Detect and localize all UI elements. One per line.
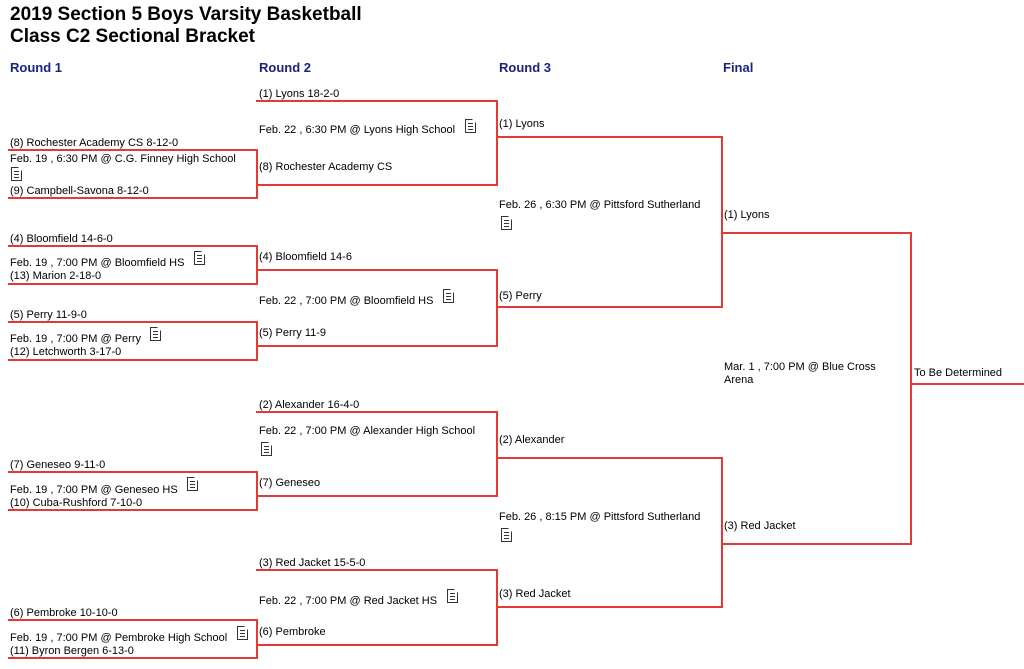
round-3-header: Round 3	[499, 60, 551, 75]
bracket-line	[496, 136, 723, 138]
bracket-line	[8, 471, 258, 473]
bracket-line	[721, 543, 912, 545]
bracket-connector	[256, 245, 258, 285]
game-info: Feb. 22 , 7:00 PM @ Alexander High Schoo…	[259, 425, 476, 437]
team-slot: (8) Rochester Academy CS 8-12-0	[10, 137, 179, 149]
game-info: Feb. 19 , 7:00 PM @ Geneseo HS	[10, 484, 178, 496]
document-icon[interactable]	[443, 289, 454, 303]
bracket-line	[8, 619, 258, 621]
team-slot: (5) Perry 11-9	[259, 327, 327, 339]
bracket-line	[256, 184, 498, 186]
champion-label: To Be Determined	[914, 367, 1003, 379]
bracket-connector	[256, 321, 258, 361]
page-title: 2019 Section 5 Boys Varsity Basketball C…	[10, 4, 362, 48]
bracket-connector	[910, 232, 912, 545]
round-2-header: Round 2	[259, 60, 311, 75]
team-slot: (7) Geneseo	[259, 477, 321, 489]
document-icon[interactable]	[261, 442, 272, 456]
team-slot: (1) Lyons	[499, 118, 545, 130]
team-slot: (12) Letchworth 3-17-0	[10, 346, 122, 358]
game-info: Feb. 19 , 7:00 PM @ Pembroke High School	[10, 632, 228, 644]
bracket-line	[256, 411, 498, 413]
document-icon[interactable]	[237, 626, 248, 640]
team-slot: (10) Cuba-Rushford 7-10-0	[10, 497, 143, 509]
bracket-line	[8, 149, 258, 151]
bracket-line	[496, 606, 723, 608]
team-slot: (8) Rochester Academy CS	[259, 161, 393, 173]
document-icon[interactable]	[11, 167, 22, 181]
team-slot: (5) Perry 11-9-0	[10, 309, 87, 321]
document-icon[interactable]	[447, 589, 458, 603]
bracket-connector	[496, 411, 498, 497]
bracket-line	[8, 321, 258, 323]
bracket-line	[8, 359, 258, 361]
bracket-connector	[496, 269, 498, 347]
document-icon[interactable]	[187, 477, 198, 491]
bracket-connector	[256, 471, 258, 511]
team-slot: (6) Pembroke	[259, 626, 326, 638]
bracket-line	[721, 232, 912, 234]
game-info: Mar. 1 , 7:00 PM @ Blue Cross Arena	[724, 361, 876, 386]
bracket-connector	[256, 619, 258, 659]
bracket-line	[256, 644, 498, 646]
bracket-line	[496, 457, 723, 459]
team-slot: (7) Geneseo 9-11-0	[10, 459, 106, 471]
document-icon[interactable]	[501, 216, 512, 230]
team-slot: (13) Marion 2-18-0	[10, 270, 102, 282]
final-header: Final	[723, 60, 754, 75]
bracket-line	[8, 509, 258, 511]
document-icon[interactable]	[150, 327, 161, 341]
game-info: Feb. 22 , 7:00 PM @ Bloomfield HS	[259, 295, 434, 307]
bracket-line	[256, 269, 498, 271]
bracket-line	[256, 345, 498, 347]
game-info: Feb. 26 , 6:30 PM @ Pittsford Sutherland	[499, 199, 701, 211]
team-slot: (9) Campbell-Savona 8-12-0	[10, 185, 149, 197]
bracket-line	[8, 657, 258, 659]
team-slot: (1) Lyons	[724, 209, 770, 221]
game-info: Feb. 19 , 6:30 PM @ C.G. Finney High Sch…	[10, 153, 236, 165]
title-line-2: Class C2 Sectional Bracket	[10, 26, 256, 47]
game-info: Feb. 22 , 7:00 PM @ Red Jacket HS	[259, 595, 438, 607]
document-icon[interactable]	[501, 528, 512, 542]
bracket-line	[256, 100, 498, 102]
team-slot: (2) Alexander	[499, 434, 565, 446]
document-icon[interactable]	[194, 251, 205, 265]
bracket-line	[910, 383, 1024, 385]
document-icon[interactable]	[465, 119, 476, 133]
bracket-line	[8, 245, 258, 247]
game-info: Feb. 19 , 7:00 PM @ Perry	[10, 333, 141, 345]
team-slot: (3) Red Jacket 15-5-0	[259, 557, 366, 569]
team-slot: (5) Perry	[499, 290, 542, 302]
team-slot: (2) Alexander 16-4-0	[259, 399, 360, 411]
team-slot: (1) Lyons 18-2-0	[259, 88, 340, 100]
bracket-line	[256, 569, 498, 571]
team-slot: (6) Pembroke 10-10-0	[10, 607, 118, 619]
game-info: Feb. 26 , 8:15 PM @ Pittsford Sutherland	[499, 511, 701, 523]
bracket-line	[8, 197, 258, 199]
bracket-line	[8, 283, 258, 285]
bracket-line	[256, 495, 498, 497]
team-slot: (3) Red Jacket	[724, 520, 796, 532]
bracket-connector	[256, 149, 258, 199]
team-slot: (4) Bloomfield 14-6-0	[10, 233, 113, 245]
bracket-line	[496, 306, 723, 308]
game-info: Feb. 22 , 6:30 PM @ Lyons High School	[259, 124, 456, 136]
title-line-1: 2019 Section 5 Boys Varsity Basketball	[10, 4, 362, 25]
team-slot: (11) Byron Bergen 6-13-0	[10, 645, 134, 657]
round-1-header: Round 1	[10, 60, 62, 75]
team-slot: (4) Bloomfield 14-6	[259, 251, 352, 263]
bracket-connector	[496, 100, 498, 186]
game-info: Feb. 19 , 7:00 PM @ Bloomfield HS	[10, 257, 185, 269]
team-slot: (3) Red Jacket	[499, 588, 571, 600]
bracket-connector	[721, 136, 723, 308]
bracket-connector	[721, 457, 723, 608]
